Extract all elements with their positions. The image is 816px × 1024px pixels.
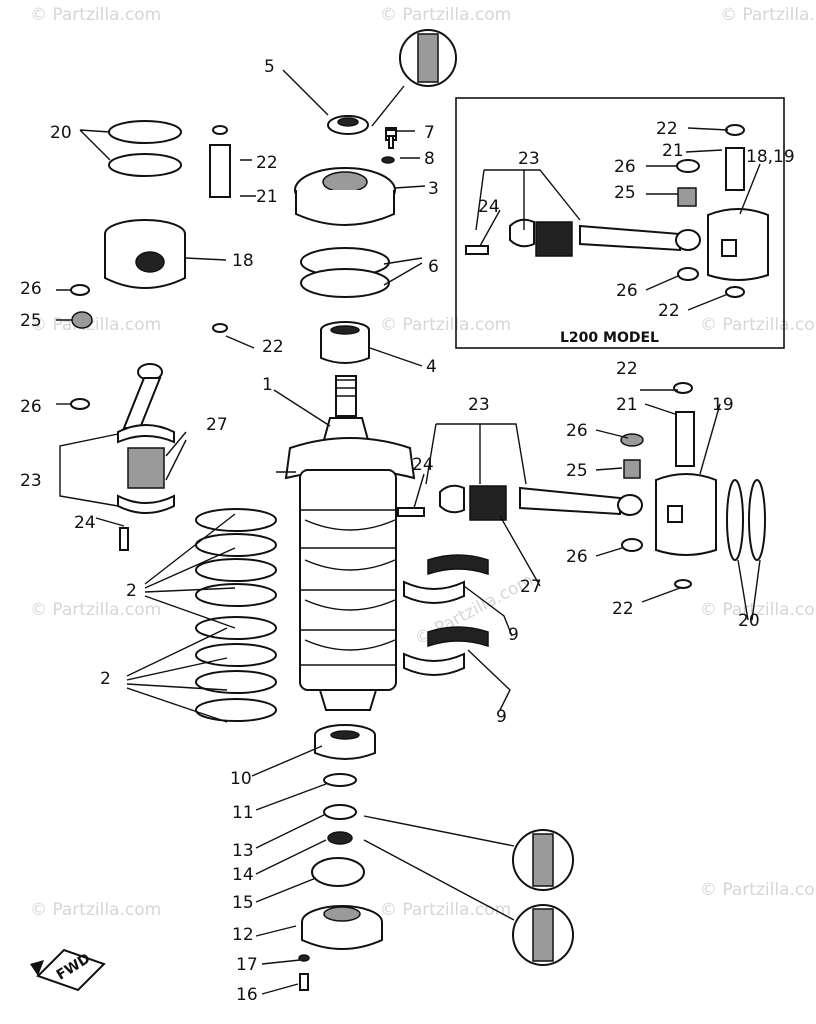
inset-callout-21: 21 [662, 141, 684, 161]
callout-19: 19 [712, 395, 734, 415]
callout-26b: 26 [20, 397, 42, 417]
callout-20b: 20 [738, 611, 760, 631]
watermark: © Partzilla.com [380, 900, 511, 920]
callout-2a: 2 [126, 581, 137, 601]
callout-20a: 20 [50, 123, 72, 143]
callout-5: 5 [264, 57, 275, 77]
callout-14: 14 [232, 865, 254, 885]
inset-callout-26b: 26 [616, 281, 638, 301]
watermark: © Partzilla.com [700, 600, 816, 620]
callout-8: 8 [424, 149, 435, 169]
callout-26e: 26 [566, 547, 588, 567]
inset-callout-25: 25 [614, 183, 636, 203]
l200-inset-frame [455, 97, 785, 349]
callout-23b: 23 [468, 395, 490, 415]
callout-18: 18 [232, 251, 254, 271]
watermark: © Partzilla.com [30, 315, 161, 335]
inset-callout-23: 23 [518, 149, 540, 169]
detail-circle-top [371, 29, 457, 127]
callout-17: 17 [236, 955, 258, 975]
watermark: © Partzilla.com [700, 315, 816, 335]
callout-4: 4 [426, 357, 437, 377]
callout-24a: 24 [74, 513, 96, 533]
inset-title: L200 MODEL [560, 330, 659, 346]
inset-callout-26a: 26 [614, 157, 636, 177]
callout-22e: 22 [612, 599, 634, 619]
callout-23: 23 [20, 471, 42, 491]
watermark: © Partzilla.com [30, 900, 161, 920]
callout-15: 15 [232, 893, 254, 913]
callout-6: 6 [428, 257, 439, 277]
callout-27b: 27 [520, 577, 542, 597]
callout-24c: 24 [412, 455, 434, 475]
callout-12: 12 [232, 925, 254, 945]
callout-9b: 9 [496, 707, 507, 727]
callout-21a: 21 [256, 187, 278, 207]
callout-27a: 27 [206, 415, 228, 435]
inset-callout-22a: 22 [656, 119, 678, 139]
callout-25a: 25 [20, 311, 42, 331]
callout-10: 10 [230, 769, 252, 789]
fwd-arrow-icon: FWD [30, 948, 106, 992]
right-conrod-group [397, 484, 643, 521]
leader-lines [56, 69, 761, 995]
callout-25c: 25 [566, 461, 588, 481]
callout-22a: 22 [256, 153, 278, 173]
watermark: © Partzilla.com [720, 5, 816, 25]
right-piston-group [620, 382, 766, 589]
left-piston-group [70, 120, 231, 333]
watermark: © Partzilla.com [30, 5, 161, 25]
callout-3: 3 [428, 179, 439, 199]
callout-9a: 9 [508, 625, 519, 645]
inset-callout-18-19: 18,19 [746, 147, 795, 167]
callout-1: 1 [262, 375, 273, 395]
detail-circle-lower2 [363, 839, 574, 966]
callout-21b: 21 [616, 395, 638, 415]
watermark: © Partzilla.com [380, 5, 511, 25]
detail-circle-lower1 [363, 815, 574, 891]
callout-22c: 22 [616, 359, 638, 379]
bolt-7 [385, 129, 397, 149]
callout-labels: 5 7 8 3 6 4 1 2 2 10 11 13 14 15 12 17 1… [20, 57, 795, 1005]
main-bearing-halves [403, 554, 489, 676]
inset-parts [465, 124, 769, 298]
bottom-assembly [298, 724, 383, 991]
inset-callout-24: 24 [478, 197, 500, 217]
watermark: © Partzilla.com [30, 600, 161, 620]
left-conrod-group [70, 363, 175, 551]
callout-22b: 22 [262, 337, 284, 357]
watermark: © Partzilla.com [700, 880, 816, 900]
callout-11: 11 [232, 803, 254, 823]
callout-2b: 2 [100, 669, 111, 689]
callout-16: 16 [236, 985, 258, 1005]
watermark: © Partzilla.com [380, 315, 511, 335]
inset-callout-22b: 22 [658, 301, 680, 321]
callout-7: 7 [424, 123, 435, 143]
crankshaft [284, 375, 416, 711]
callout-13: 13 [232, 841, 254, 861]
callout-26c: 26 [566, 421, 588, 441]
callout-26a: 26 [20, 279, 42, 299]
top-assembly [294, 115, 397, 364]
